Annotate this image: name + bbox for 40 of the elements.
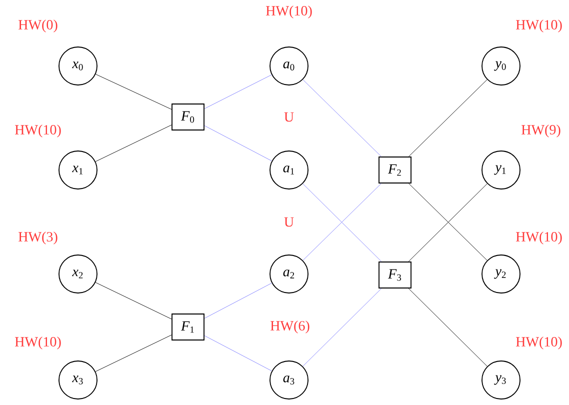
- circle-node: x$_{2}$: [58, 254, 98, 294]
- union-label: U: [284, 112, 294, 122]
- connector-line: [302, 288, 382, 367]
- weight-label: HW(9): [522, 124, 560, 138]
- connector-line: [204, 282, 272, 319]
- weight-label: HW(0): [18, 20, 58, 32]
- circle-node: x$_{3}$: [58, 360, 98, 400]
- function-box: F$_{0}$: [172, 104, 204, 130]
- connector-line: [204, 74, 272, 109]
- function-box: F$_{2}$: [378, 156, 412, 184]
- weight-label: HW(10): [516, 20, 562, 32]
- circle-node: a$_{3}$: [270, 360, 308, 400]
- connector-line: [204, 335, 272, 372]
- weight-label: HW(10): [516, 232, 562, 244]
- weight-label: HW(10): [516, 336, 562, 350]
- weight-label: HW(3): [18, 232, 58, 244]
- circle-node: y$_{1}$: [482, 150, 520, 190]
- union-label: U: [284, 217, 294, 227]
- weight-label: HW(10): [14, 124, 61, 138]
- circle-node: y$_{3}$: [482, 360, 520, 400]
- connector-line: [95, 334, 172, 372]
- connector-line: [204, 125, 272, 162]
- weight-label: HW(10): [14, 336, 61, 350]
- circle-node: a$_{2}$: [270, 254, 308, 294]
- connector-line: [302, 79, 382, 157]
- circle-node: x$_{1}$: [58, 150, 98, 190]
- weight-label: HW(10): [266, 6, 312, 18]
- circle-node: y$_{0}$: [482, 46, 520, 86]
- function-box: F$_{3}$: [378, 262, 412, 288]
- weight-label: HW(6): [270, 320, 310, 334]
- connector-line: [408, 79, 488, 157]
- connector-line: [95, 282, 172, 320]
- function-box: F$_{1}$: [172, 314, 204, 340]
- circle-node: x$_{0}$: [58, 46, 98, 86]
- connector-line: [408, 288, 488, 367]
- connector-line: [95, 124, 172, 162]
- connector-line: [95, 74, 172, 110]
- circle-node: y$_{2}$: [482, 254, 520, 294]
- circle-node: a$_{1}$: [270, 150, 308, 190]
- circle-node: a$_{0}$: [270, 46, 308, 86]
